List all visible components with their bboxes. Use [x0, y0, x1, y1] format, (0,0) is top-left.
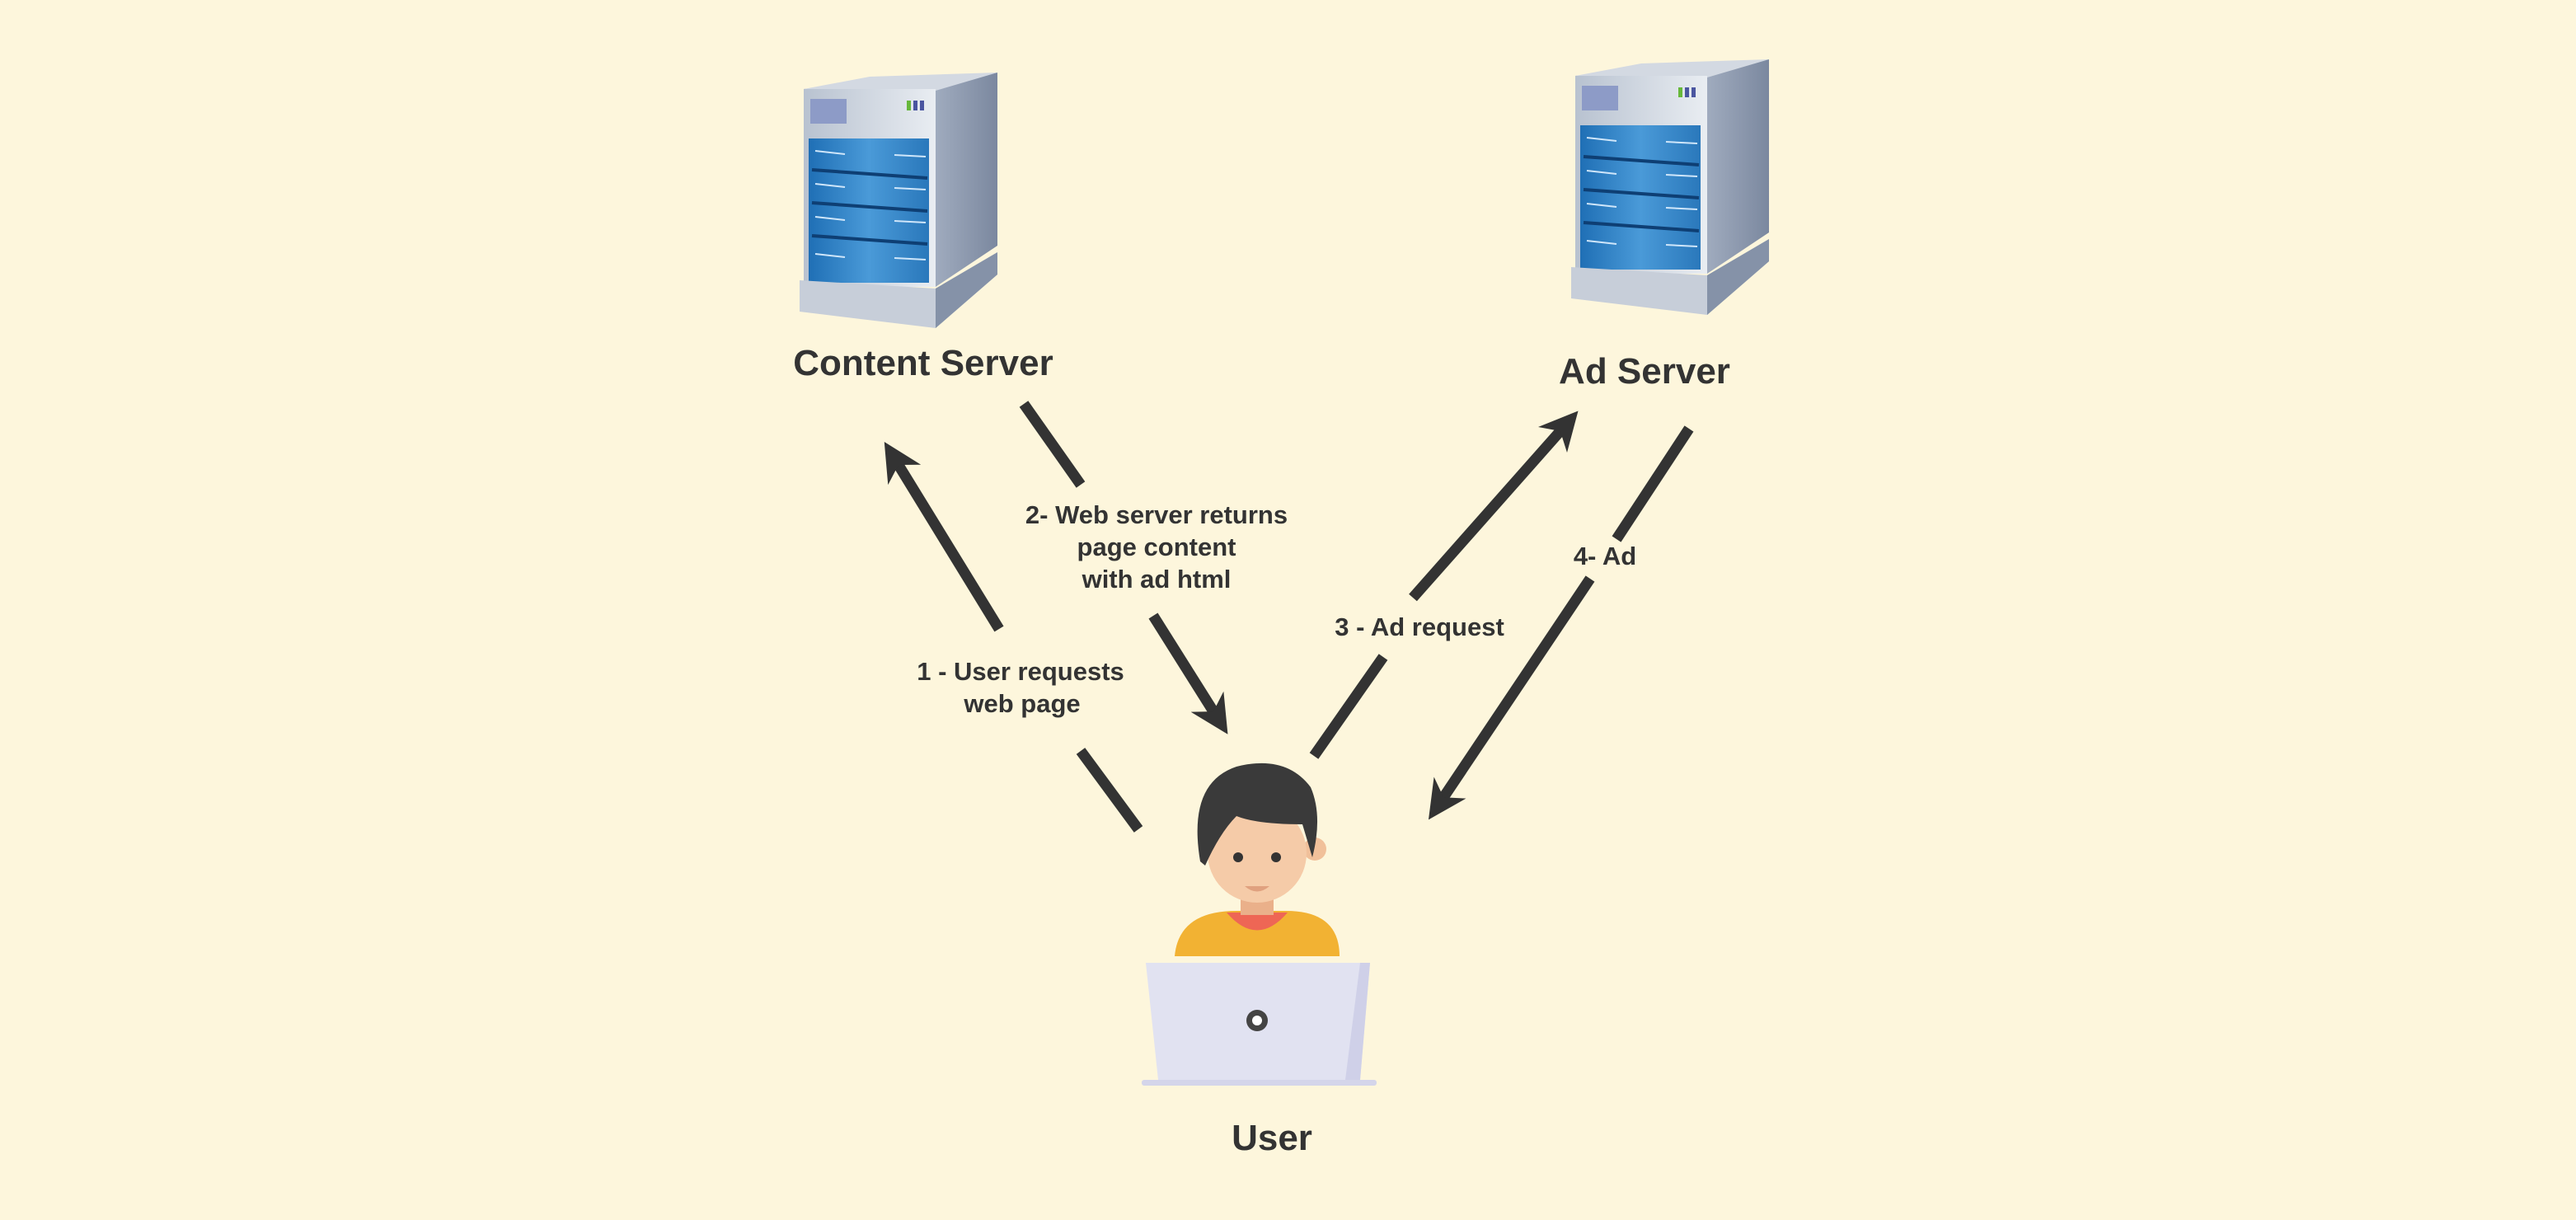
user-with-laptop-icon: [1142, 762, 1377, 1086]
ad-server-node: Ad Server: [1559, 58, 1771, 392]
arrow-segment: [1076, 748, 1143, 833]
step4-label: 4- Ad: [1574, 542, 1636, 570]
arrow-segment: [1148, 612, 1228, 734]
arrow-segment: [1409, 411, 1579, 602]
arrow-segment: [884, 442, 1004, 632]
step2-label-line1: 2- Web server returns: [1025, 500, 1288, 529]
user-node: User: [1142, 762, 1377, 1158]
arrow-segment: [1612, 425, 1694, 542]
arrow-segment: [1019, 401, 1086, 488]
user-label: User: [1232, 1118, 1312, 1158]
content-server-label: Content Server: [793, 343, 1053, 383]
server-icon: [798, 71, 999, 330]
arrow-segment: [1428, 575, 1595, 820]
arrow-step2: 2- Web server returns page content with …: [1019, 401, 1288, 734]
step3-label: 3 - Ad request: [1335, 612, 1504, 641]
arrow-step1: 1 - User requests web page: [884, 442, 1143, 833]
step2-label-line2: page content: [1077, 533, 1236, 561]
step1-label-line1: 1 - User requests: [917, 657, 1124, 686]
ad-server-label: Ad Server: [1559, 351, 1730, 392]
content-server-node: Content Server: [793, 71, 1053, 383]
arrow-step3: 3 - Ad request: [1309, 411, 1579, 759]
arrow-segment: [1309, 654, 1388, 759]
server-icon: [1570, 58, 1771, 317]
arrow-step4: 4- Ad: [1428, 425, 1694, 820]
step1-label-line2: web page: [963, 689, 1080, 718]
step2-label-line3: with ad html: [1082, 565, 1232, 594]
